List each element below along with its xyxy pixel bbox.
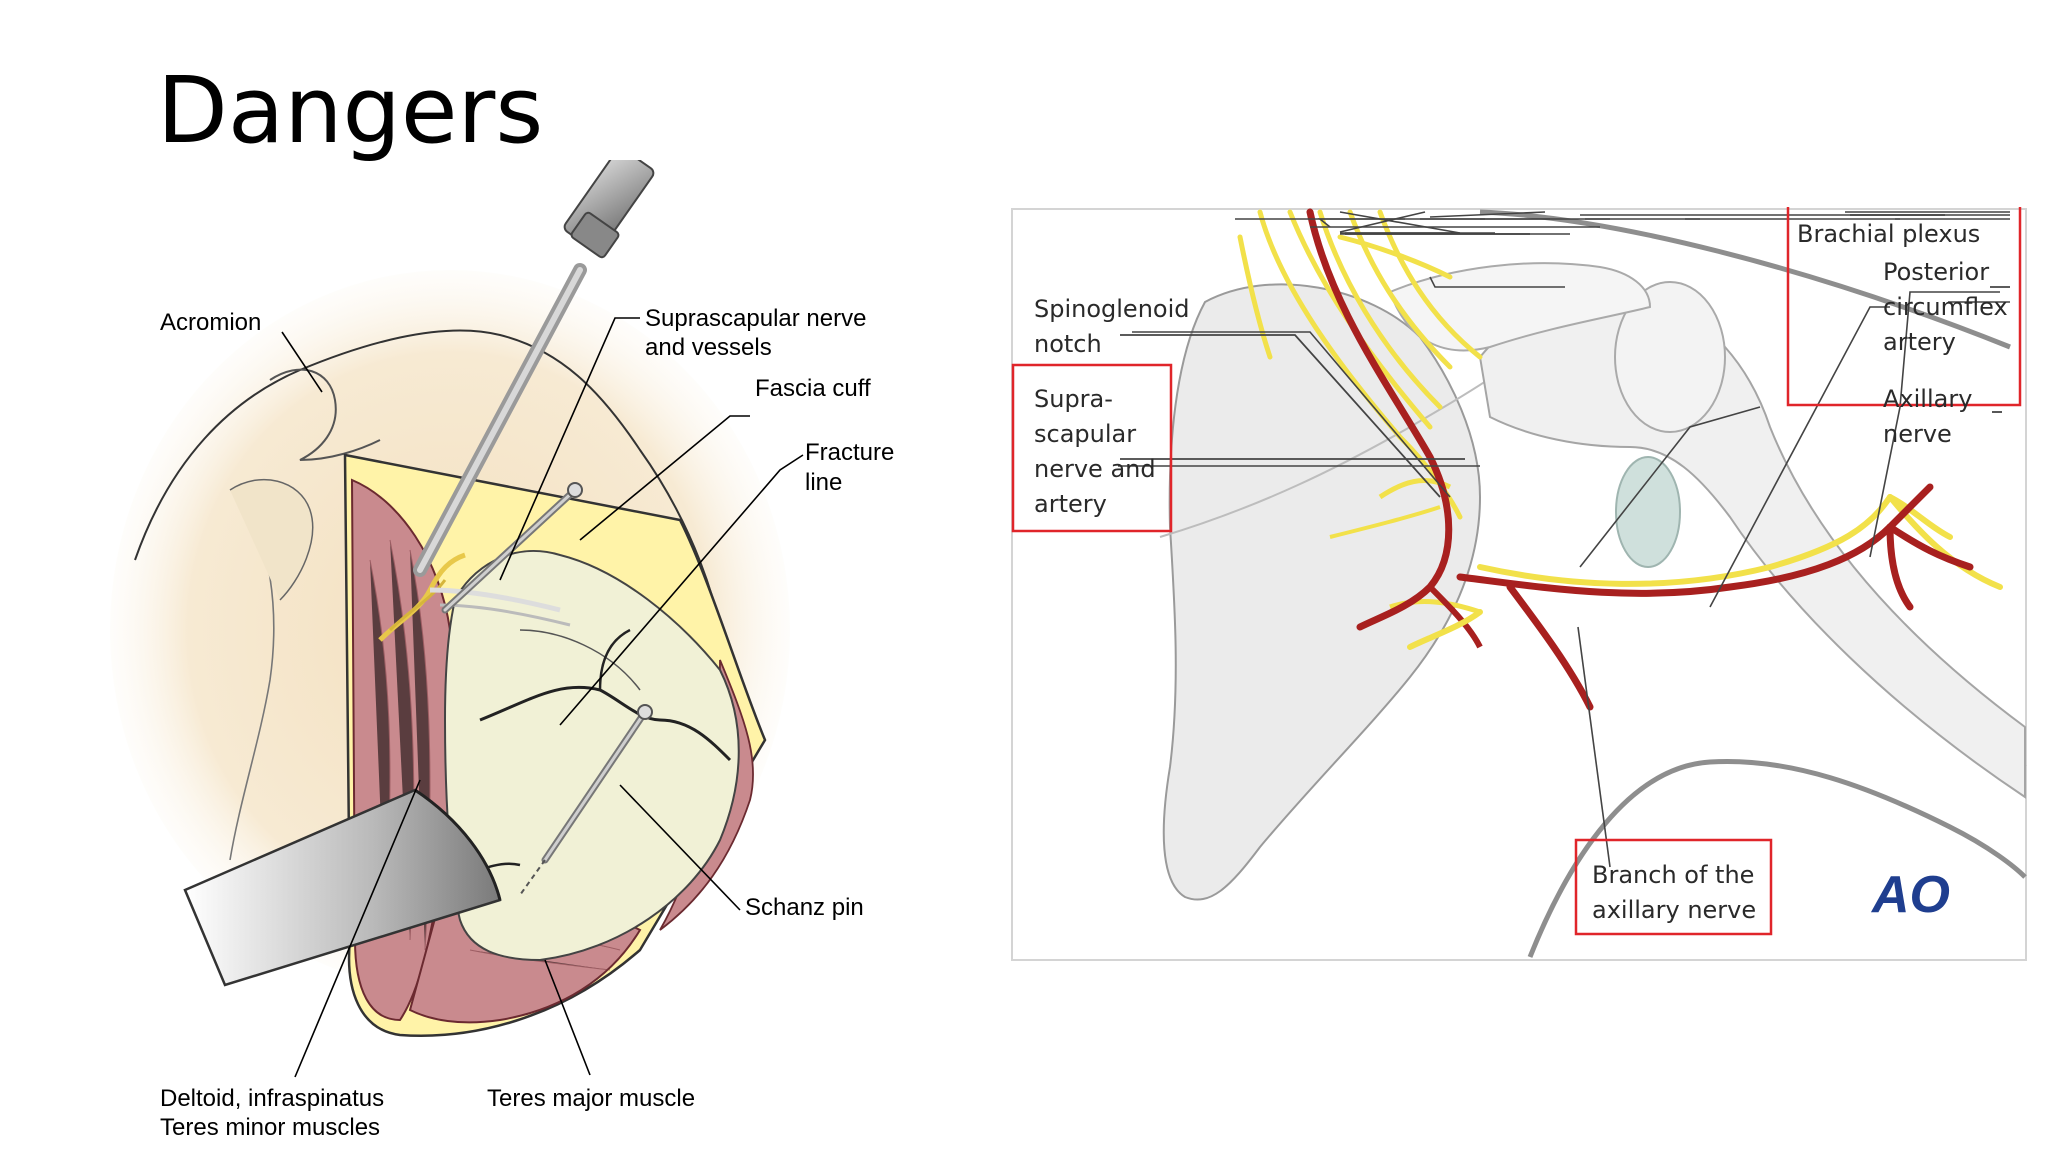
- leader-lines: [281, 317, 804, 1078]
- suprascapular-nerve-artery: [1306, 208, 1483, 649]
- axillary-nerve: [1407, 494, 2003, 650]
- label-schanz-pin: Schanz pin: [745, 894, 864, 921]
- label-brachial-plexus: Brachial plexus: [1797, 220, 1980, 248]
- label-axillary-2: nerve: [1883, 420, 1952, 448]
- suprascapular-nerve-vessels: [378, 552, 571, 642]
- anatomy-illustration: Brachial plexus Spinoglenoid notch Supra…: [1010, 201, 2030, 962]
- acromion-process: [1388, 262, 1652, 352]
- fracture-line-2: [598, 628, 631, 691]
- leader-lines-visible: [1120, 214, 2010, 498]
- label-spinoglenoid-2: notch: [1034, 330, 1102, 358]
- label-suprascapular-1: Supra-: [1034, 385, 1113, 413]
- label-branch-2: axillary nerve: [1592, 896, 1756, 924]
- humeral-head: [1614, 281, 1726, 433]
- leader-lines-right: [1118, 211, 2010, 498]
- surgical-approach-svg: Acromion Suprascapular nerve and vessels…: [110, 147, 894, 1141]
- kirschner-wire: [441, 482, 583, 614]
- label-acromion: Acromion: [160, 309, 261, 336]
- label-spinoglenoid-1: Spinoglenoid: [1034, 295, 1190, 323]
- slide-title: Dangers: [157, 57, 544, 164]
- label-suprascapular-1: Suprascapular nerve: [645, 305, 866, 332]
- label-posterior-2: circumflex: [1883, 293, 2008, 321]
- body-contour-lower: [1527, 758, 2027, 958]
- scapula-bone: [443, 550, 740, 962]
- glenoid: [519, 629, 641, 691]
- ao-logo: AO: [1870, 866, 1950, 924]
- label-teres-major: Teres major muscle: [487, 1085, 695, 1112]
- label-suprascapular-2: scapular: [1034, 420, 1136, 448]
- label-branch-1: Branch of the: [1592, 861, 1754, 889]
- surgical-approach-illustration: Acromion Suprascapular nerve and vessels…: [0, 147, 960, 1152]
- label-suprascapular-4: artery: [1034, 490, 1107, 518]
- label-posterior-1: Posterior: [1883, 258, 1989, 286]
- shoulder-outline: [134, 329, 731, 681]
- glenoid-cavity: [1615, 456, 1681, 568]
- anatomy-svg: Brachial plexus Spinoglenoid notch Supra…: [1011, 201, 2027, 961]
- fracture-line: [479, 685, 732, 762]
- label-suprascapular-3: nerve and: [1034, 455, 1156, 483]
- label-axillary-1: Axillary: [1883, 385, 1972, 413]
- label-suprascapular-2: and vessels: [645, 334, 772, 361]
- leader-lines-right-3: [1429, 276, 2010, 868]
- body-contour: [1479, 209, 2011, 350]
- suction-instrument: [413, 147, 655, 577]
- retractor: [183, 788, 502, 987]
- highlight-branch: [1574, 838, 1773, 936]
- label-deltoid-2: Teres minor muscles: [160, 1114, 380, 1141]
- label-fascia-cuff: Fascia cuff: [755, 375, 871, 402]
- label-fracture-2: line: [805, 469, 842, 496]
- label-posterior-3: artery: [1883, 328, 1956, 356]
- posterior-circumflex-artery: [1456, 483, 1974, 711]
- muscle-sketch: [229, 478, 314, 601]
- label-fracture-1: Fracture: [805, 439, 894, 466]
- highlight-suprascapular: [1011, 363, 1173, 533]
- schanz-pin-instrument: [519, 704, 653, 896]
- label-deltoid-1: Deltoid, infraspinatus: [160, 1085, 384, 1112]
